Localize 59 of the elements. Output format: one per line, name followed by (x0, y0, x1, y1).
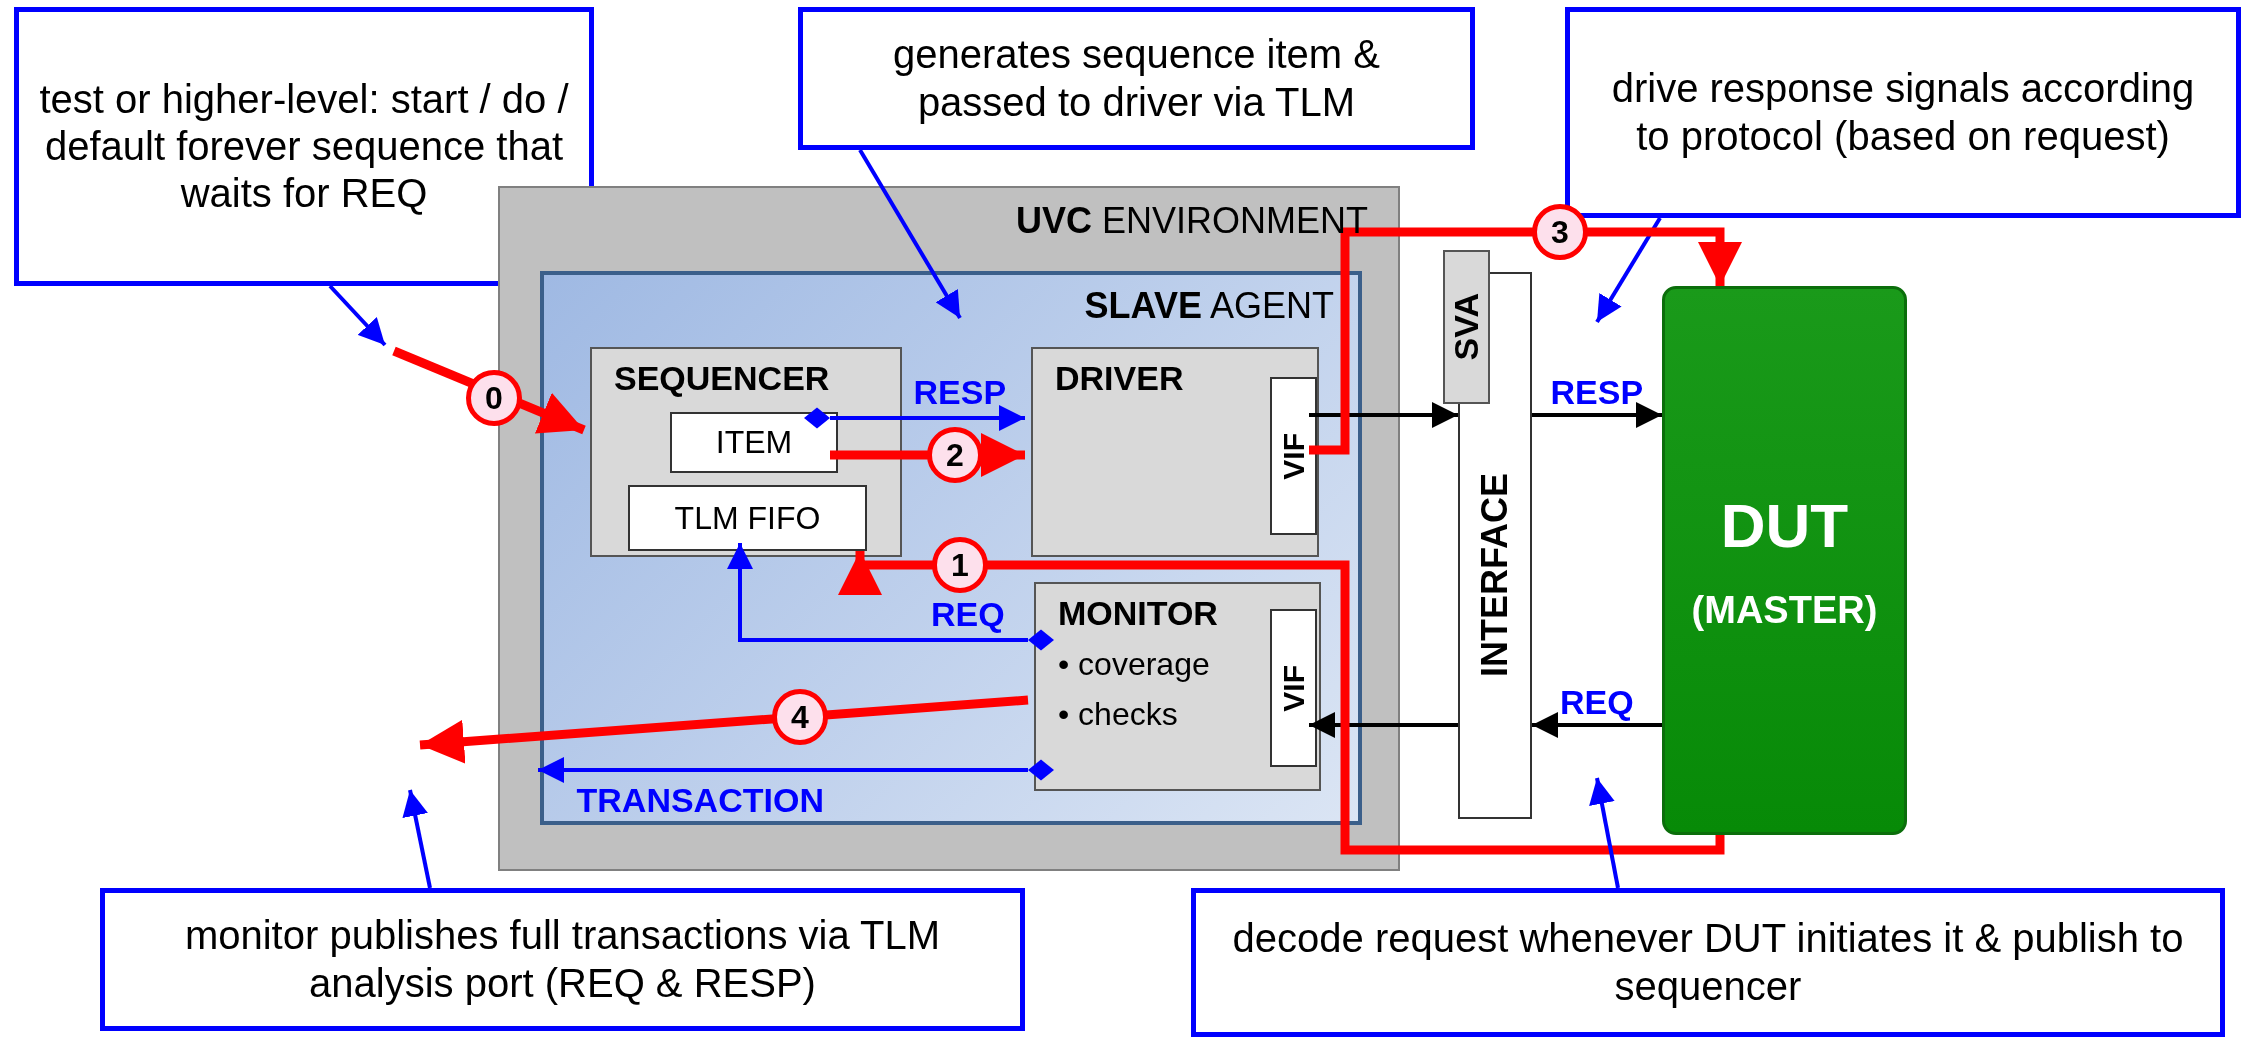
callout-text: decode request whenever DUT initiates it & publish to sequencer (1231, 915, 2185, 1010)
edge-label: RESP (913, 375, 1007, 409)
component-box (590, 347, 902, 557)
step-number-badge: 0 (466, 370, 522, 426)
callout-box (1565, 7, 2241, 218)
component-heading: DRIVER (1055, 359, 1184, 398)
arrow (1532, 712, 1662, 738)
bullet-text: • checks (1058, 696, 1178, 733)
signal-arrow (419, 695, 1029, 764)
callout-text: drive response signals according to protocol (based on request) (1610, 65, 2196, 160)
component-box (1031, 347, 1319, 557)
dut-label: DUT (1720, 489, 1849, 561)
panel-heading: UVC ENVIRONMENT (1015, 200, 1368, 242)
sva-box (1443, 250, 1490, 404)
signal-arrow (1309, 227, 1742, 455)
box-text: ITEM (715, 424, 793, 461)
callout-box (1191, 888, 2225, 1037)
box-text: TLM FIFO (674, 499, 821, 537)
vif-label: VIF (1276, 432, 1311, 480)
arrow (538, 757, 1054, 783)
arrow (858, 148, 962, 320)
callout-text: monitor publishes full transactions via TLM analysis port (REQ & RESP) (183, 912, 942, 1007)
dut-label: (MASTER) (1691, 588, 1878, 632)
bullet-text: • coverage (1058, 646, 1210, 683)
sva-label: SVA (1447, 293, 1486, 361)
item-box (628, 485, 867, 551)
callout-text: test or higher-level: start / do / default forever sequence that waits for REQ (39, 75, 569, 218)
vif-label: VIF (1276, 664, 1311, 712)
arrow (727, 543, 1054, 651)
callout-box (14, 7, 594, 286)
signal-arrow (392, 346, 586, 435)
arrow (1309, 712, 1458, 738)
arrow (328, 284, 387, 347)
arrow (1595, 216, 1662, 324)
callout-box (798, 7, 1475, 150)
agent-panel (540, 271, 1362, 825)
signal-arrow (830, 433, 1025, 477)
component-box (1034, 582, 1321, 791)
edge-label: TRANSACTION (576, 783, 824, 817)
step-number-badge: 3 (1532, 204, 1588, 260)
vif-box (1270, 609, 1317, 767)
dut-box (1662, 286, 1907, 835)
arrow (1532, 402, 1662, 428)
callout-box (100, 888, 1025, 1031)
panel-heading: SLAVE AGENT (1084, 285, 1334, 327)
arrow (1309, 402, 1458, 428)
edge-label: REQ (931, 597, 1005, 631)
arrow (804, 405, 1025, 431)
edge-label: RESP (1550, 375, 1644, 409)
interface-label: INTERFACE (1474, 473, 1516, 678)
signal-arrow (838, 551, 1725, 855)
callout-text: generates sequence item & passed to driver via TLM (892, 31, 1381, 126)
edge-label: REQ (1560, 685, 1634, 719)
arrow (402, 789, 432, 889)
component-heading: SEQUENCER (614, 359, 830, 398)
vif-box (1270, 377, 1317, 535)
item-box (670, 412, 838, 473)
component-heading: MONITOR (1058, 594, 1218, 633)
arrow (1589, 777, 1620, 889)
